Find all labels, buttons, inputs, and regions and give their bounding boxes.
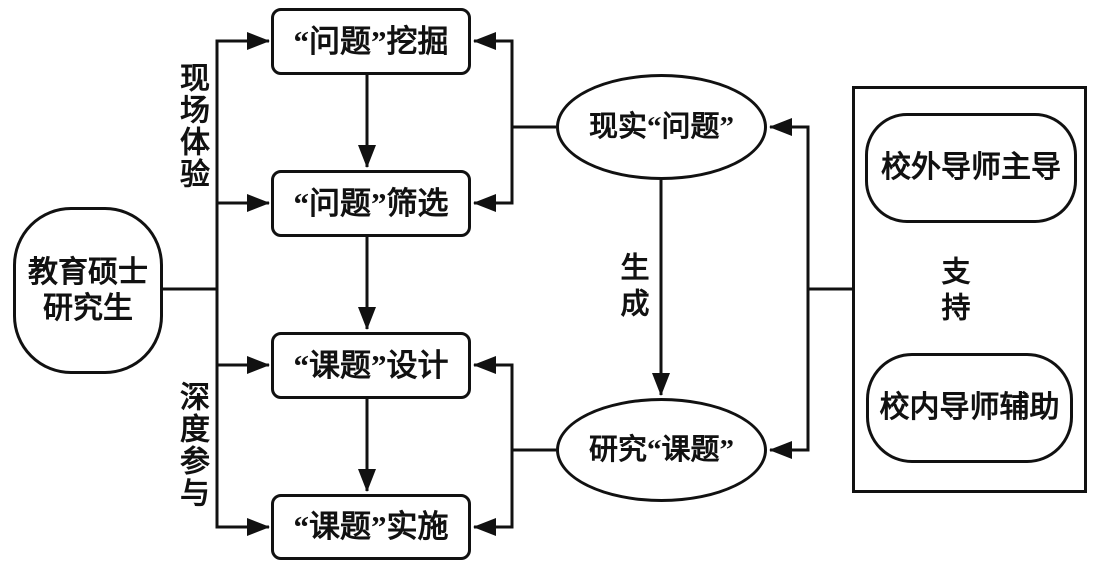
ellipse-real-problem: 现实“问题” (556, 74, 767, 180)
process-box-label: “课题”设计 (293, 347, 449, 383)
process-box-topic-design: “课题”设计 (271, 332, 471, 399)
ellipse-label: 研究“课题” (588, 433, 734, 466)
mentor-box-label: 校内导师辅助 (879, 391, 1060, 424)
process-box-problem-screening: “问题”筛选 (271, 170, 471, 237)
ellipse-research-topic: 研究“课题” (556, 398, 767, 502)
process-box-topic-implementation: “课题”实施 (271, 494, 471, 560)
actor-label-line1: 教育硕士 (28, 255, 148, 289)
process-box-label: “问题”挖掘 (293, 23, 449, 59)
ellipse-label: 现实“问题” (588, 110, 734, 143)
process-box-problem-mining: “问题”挖掘 (271, 8, 471, 75)
label-deep-participation: 深度参与 (175, 381, 208, 509)
actor-label-line2: 研究生 (43, 291, 133, 325)
label-generate: 生成 (616, 252, 648, 324)
mentor-box-internal: 校内导师辅助 (866, 353, 1073, 463)
mentor-box-label: 校外导师主导 (881, 151, 1061, 184)
process-box-label: “问题”筛选 (293, 185, 449, 221)
mentor-box-external: 校外导师主导 (865, 113, 1077, 223)
label-support: 支持 (937, 256, 969, 328)
actor-label: 教育硕士 研究生 (28, 255, 148, 327)
actor-node-education-master: 教育硕士 研究生 (13, 207, 163, 374)
process-box-label: “课题”实施 (293, 509, 449, 545)
label-onsite-experience: 现场体验 (175, 62, 208, 190)
